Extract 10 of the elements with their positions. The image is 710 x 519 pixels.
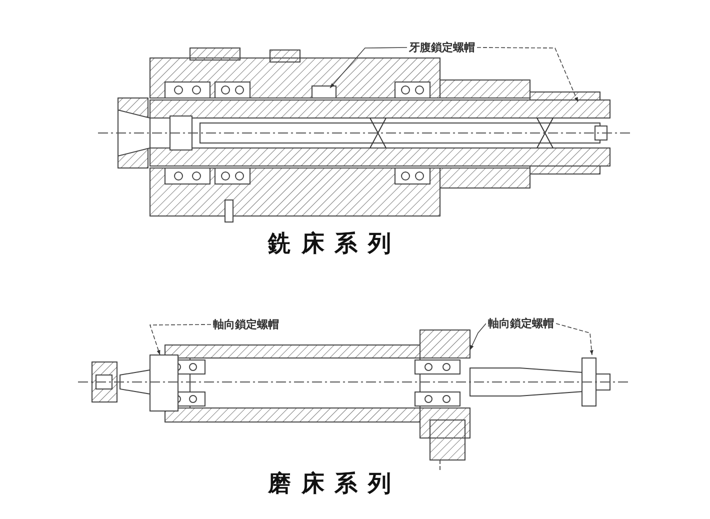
leader-line [330, 47, 408, 88]
callout-text: 軸向鎖定螺帽 [486, 317, 556, 330]
leader-line [149, 324, 212, 356]
leader-line [470, 323, 486, 350]
callout-text: 軸向鎖定螺帽 [211, 318, 281, 331]
callout-text: 牙腹鎖定螺帽 [407, 41, 477, 54]
series-title: 磨床系列 [268, 470, 402, 499]
leader-line [556, 323, 594, 356]
leader-line [476, 47, 578, 102]
series-title: 銑床系列 [268, 230, 402, 259]
